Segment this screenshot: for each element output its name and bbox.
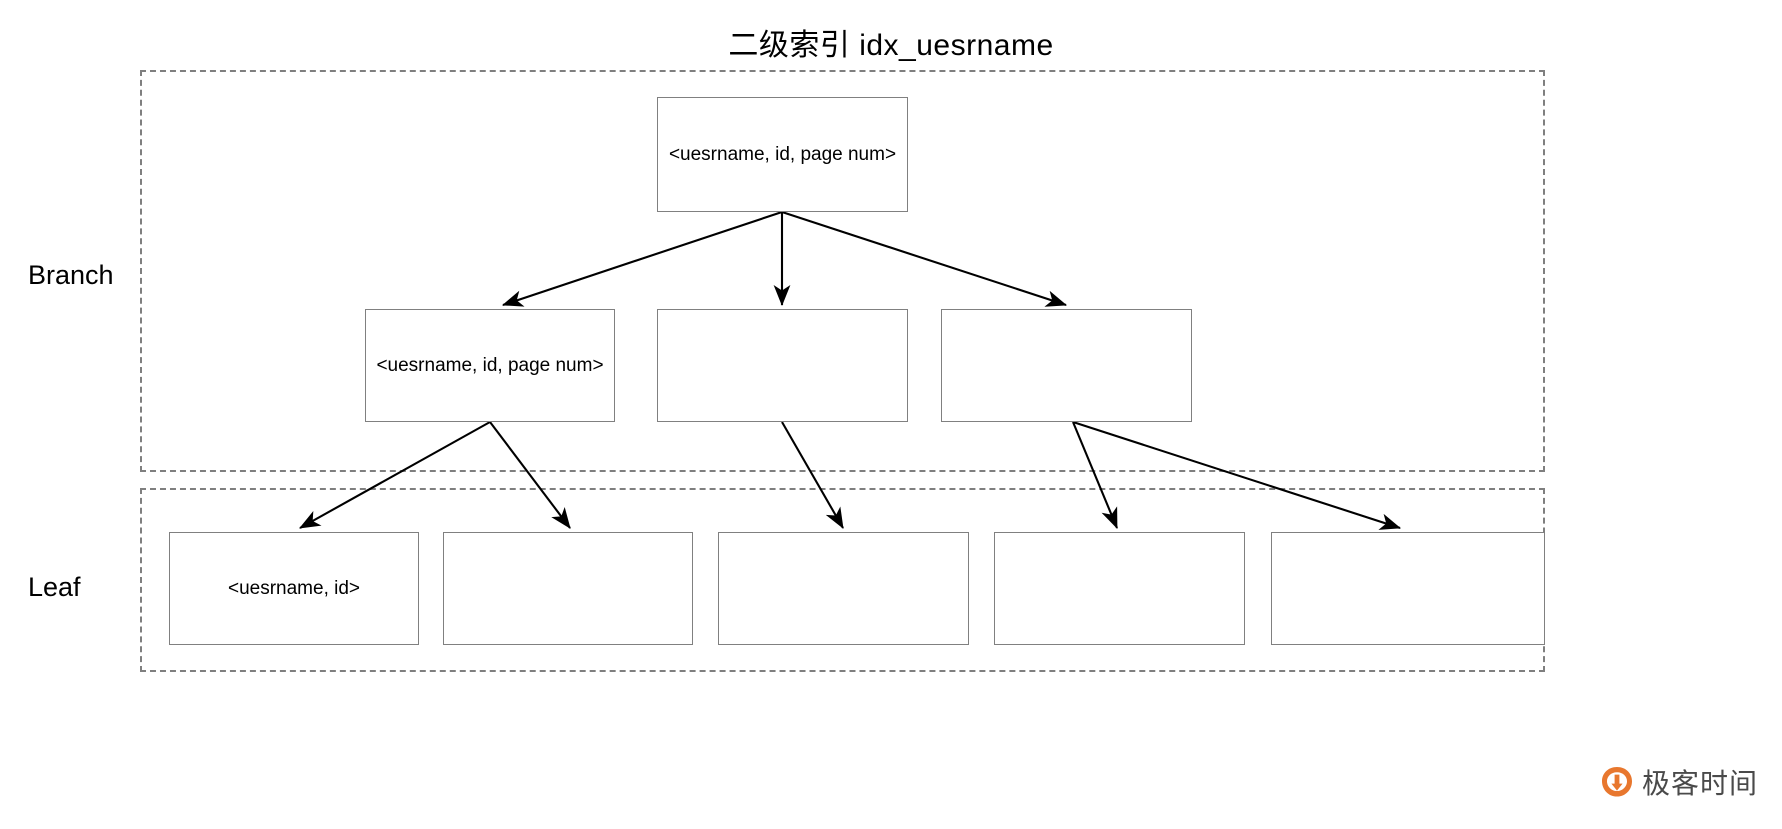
branch-node-2[interactable] [941,309,1192,422]
watermark-text: 极客时间 [1642,768,1759,799]
leaf-node-0-label: <uesrname, id> [227,577,361,599]
leaf-node-4[interactable] [1271,532,1545,645]
branch-node-0[interactable]: <uesrname, id, page num> [365,309,615,422]
leaf-level-label: Leaf [28,572,81,602]
geektime-circle-arrow-icon [1602,767,1632,797]
page-title: 二级索引 idx_uesrname [728,29,1054,62]
root-node-label: <uesrname, id, page num> [668,143,897,165]
branch-node-1[interactable] [657,309,908,422]
leaf-node-2[interactable] [718,532,969,645]
leaf-node-1[interactable] [443,532,693,645]
watermark: 极客时间 [1600,762,1758,802]
branch-level-label: Branch [28,260,114,290]
leaf-node-0[interactable]: <uesrname, id> [169,532,419,645]
root-node[interactable]: <uesrname, id, page num> [657,97,908,212]
leaf-node-3[interactable] [994,532,1245,645]
branch-node-0-label: <uesrname, id, page num> [376,354,604,376]
